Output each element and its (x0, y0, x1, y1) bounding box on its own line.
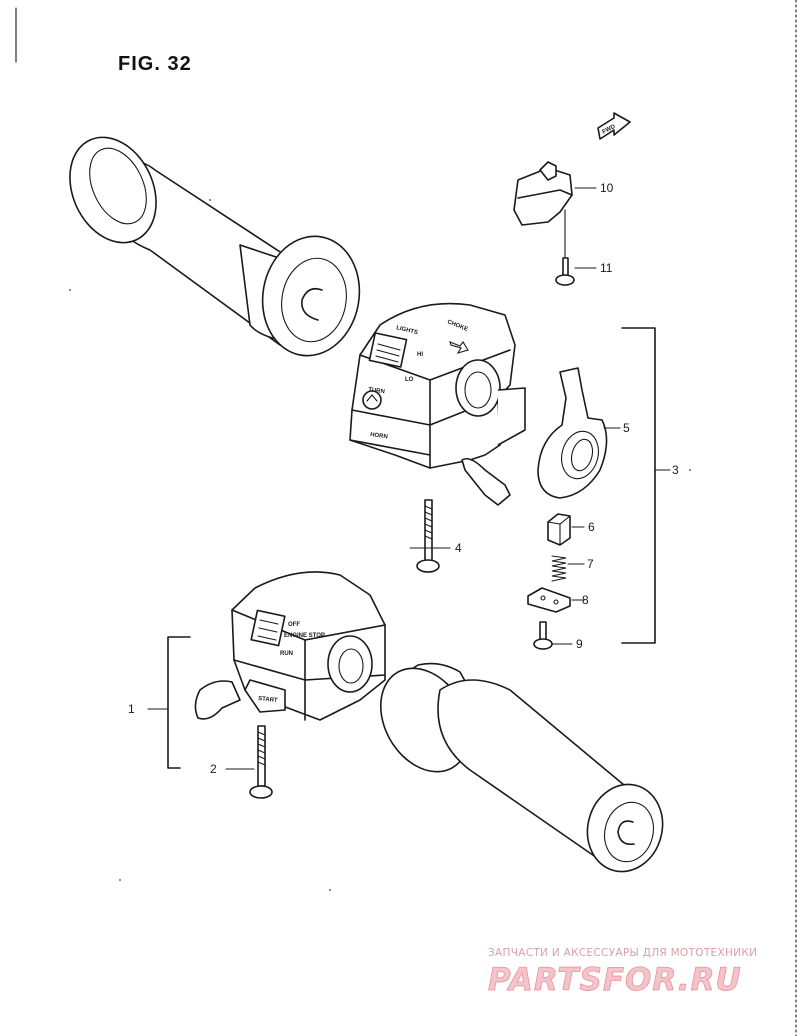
part-8-plate (527, 587, 585, 613)
figure-title: FIG. 32 (118, 53, 192, 75)
label-part-10: 10 (600, 181, 614, 195)
watermark-logo: PARTSFOR.RU (488, 962, 742, 998)
watermark-tagline: ЗАПЧАСТИ И АКСЕССУАРЫ ДЛЯ МОТОТЕХНИКИ (488, 947, 757, 959)
right-handlebar-grip (379, 662, 664, 873)
label-part-6: 6 (588, 520, 595, 534)
lo-marking: LO (405, 377, 414, 383)
forward-arrow-badge: FWD (597, 112, 631, 140)
part-5-choke-lever (537, 367, 621, 499)
part-9-screw (533, 621, 573, 650)
scan-speckles (69, 199, 691, 891)
forward-arrow-icon (597, 112, 631, 140)
horn-marking: HORN (370, 432, 388, 440)
part-2-screw (225, 725, 273, 799)
right-switch-housing: OFF ENGINE STOP RUN START (194, 571, 386, 721)
engine-stop-marking: ENGINE STOP (284, 633, 325, 639)
part-11-screw (555, 257, 597, 286)
label-part-11: 11 (600, 261, 613, 275)
hi-marking: HI (417, 352, 423, 358)
label-part-3: 3 (672, 463, 679, 477)
part-4-screw (416, 499, 451, 573)
turn-marking: TURN (368, 387, 385, 395)
choke-arrow-icon (449, 341, 469, 354)
part-6-cap (547, 513, 585, 546)
label-part-7: 7 (587, 557, 594, 571)
label-part-2: 2 (210, 762, 217, 776)
part-10-switch (513, 161, 597, 259)
run-marking: RUN (280, 651, 293, 657)
start-marking: START (258, 696, 278, 704)
label-part-5: 5 (623, 421, 630, 435)
off-marking: OFF (288, 622, 300, 628)
lights-marking: LIGHTS (396, 325, 419, 336)
label-part-9: 9 (576, 637, 583, 651)
part-1-group-bracket (167, 636, 191, 769)
label-part-1: 1 (128, 702, 135, 716)
left-switch-housing: LIGHTS CHOKE HI LO TURN HORN (349, 302, 526, 506)
part-3-group-bracket (621, 327, 656, 644)
label-part-4: 4 (455, 541, 462, 555)
part-7-spring (551, 555, 585, 582)
left-handlebar-grip (69, 136, 361, 357)
label-part-8: 8 (582, 593, 589, 607)
